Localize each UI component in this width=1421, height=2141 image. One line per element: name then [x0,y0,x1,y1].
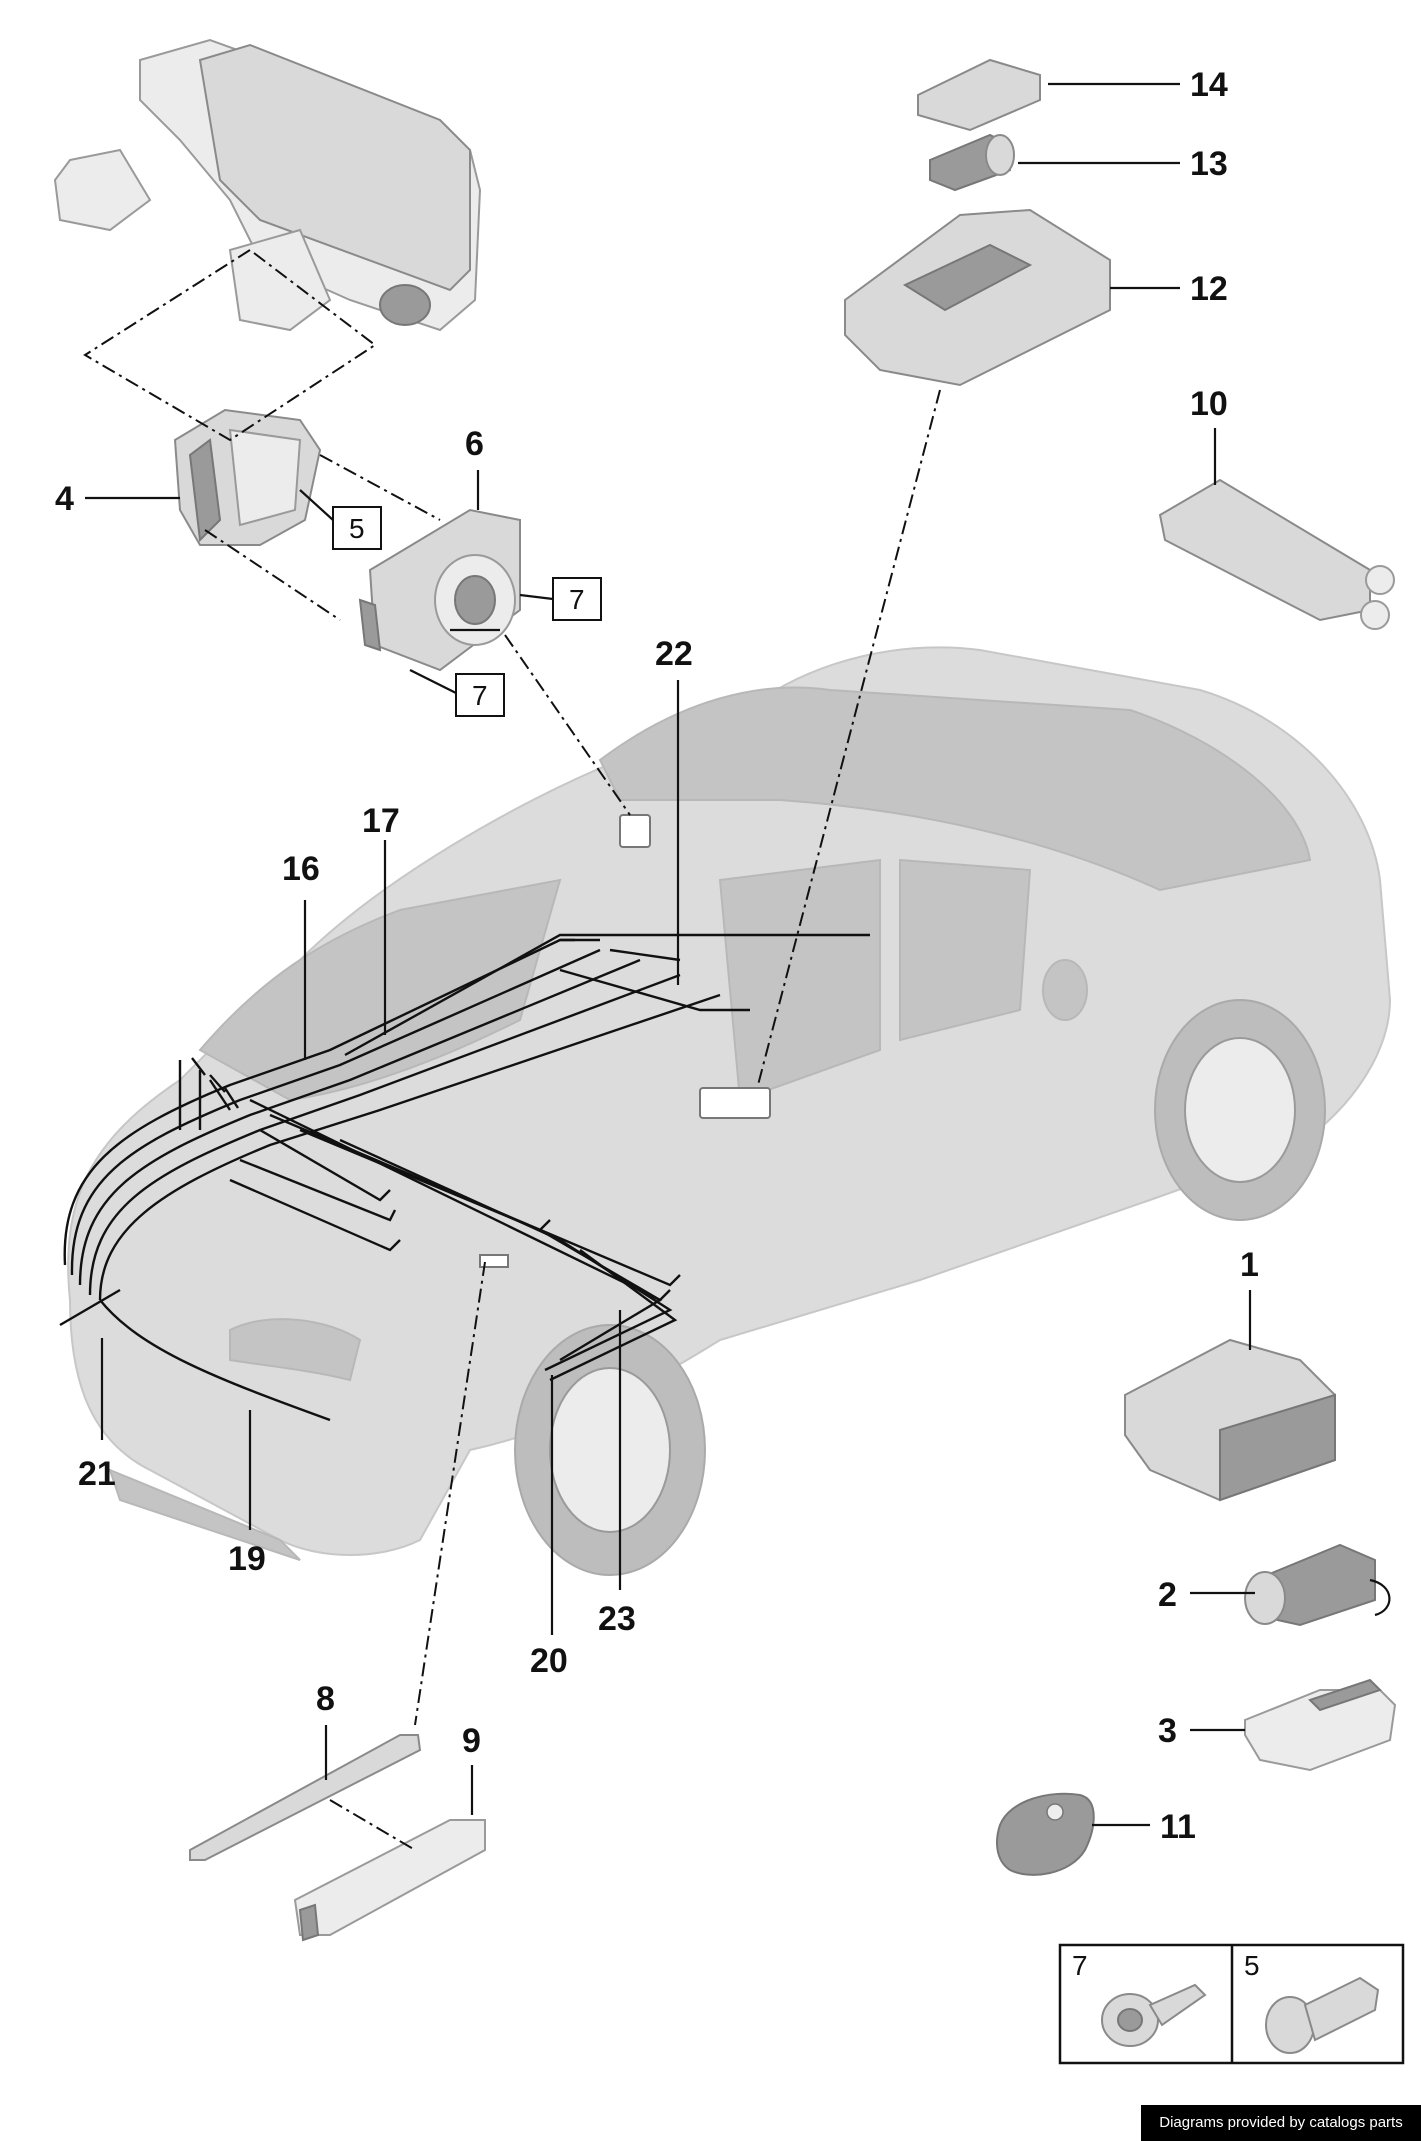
part-2-battery [1244,1543,1391,1627]
part-10-antenna [1158,478,1395,630]
callout-16: 16 [282,850,320,888]
part-14-module [917,58,1041,132]
part-11-key-pad [996,1792,1095,1876]
callout-2: 2 [1158,1576,1177,1614]
part-12-control-unit [844,208,1111,387]
footer-credit: Diagrams provided by catalogs parts [1141,2105,1421,2141]
legend-clip-icon [1265,1976,1380,2054]
callout-labels: 14 13 12 10 6 4 22 17 16 1 21 19 2 23 20… [55,66,1259,1846]
callout-21: 21 [78,1455,116,1493]
callout-12: 12 [1190,270,1228,308]
legend-screw-icon [1101,1983,1207,2047]
module-in-vehicle [699,1087,771,1119]
legend-item-5-label: 5 [1244,1950,1260,1981]
callout-23: 23 [598,1600,636,1638]
boxed-ref-5: 5 [349,513,365,544]
callout-22: 22 [655,635,693,673]
assembly-lines [83,249,941,1851]
callout-11: 11 [1160,1808,1196,1846]
leader-lines [85,82,1255,1827]
roof-sensor-part [619,814,651,848]
callout-19: 19 [228,1540,266,1578]
callout-20: 20 [530,1642,568,1680]
legend-item-7-label: 7 [1072,1950,1088,1981]
rear-marker [479,1254,509,1268]
part-4-mounting-bracket [173,408,322,546]
part-6-speaker [358,508,521,672]
callout-4: 4 [55,480,74,518]
callout-6: 6 [465,425,484,463]
callout-9: 9 [462,1722,481,1760]
part-8-rail [189,1734,422,1861]
fastener-legend: 7 5 [1058,1943,1405,2065]
boxed-ref-7-upper: 7 [569,584,585,615]
part-9-bracket [293,1819,486,1942]
part-3-housing [1244,1678,1397,1772]
callout-14: 14 [1190,66,1228,104]
vehicle-silhouette [67,646,1392,1576]
boxed-ref-7-lower: 7 [472,680,488,711]
callout-13: 13 [1190,145,1228,183]
callout-3: 3 [1158,1712,1177,1750]
callout-10: 10 [1190,385,1228,423]
part-1-control-module [1124,1338,1336,1502]
callout-8: 8 [316,1680,335,1718]
rear-crossmember-bracket [53,38,482,332]
boxed-references: 5 7 7 [299,489,602,717]
part-13-battery [929,133,1015,192]
callout-1: 1 [1240,1246,1259,1284]
callout-17: 17 [362,802,400,840]
wiring-harness [59,933,870,1422]
